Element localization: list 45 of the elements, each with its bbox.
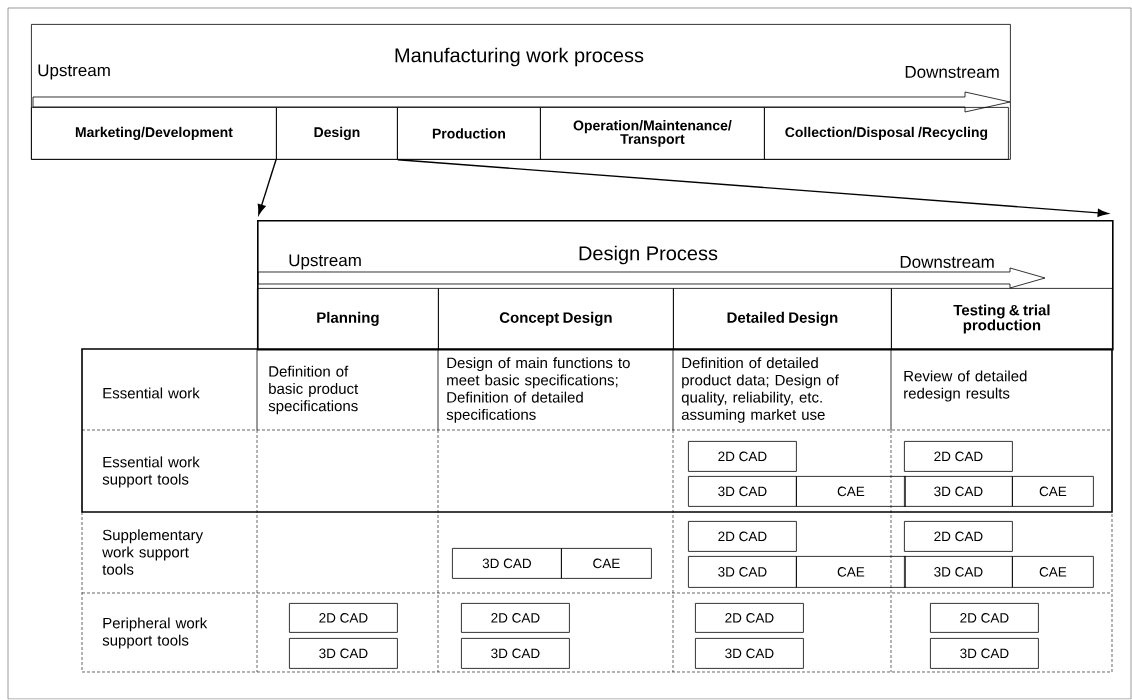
tool-box: CAE (796, 476, 906, 507)
tool-box: 2D CAD (688, 521, 797, 552)
row-header: Supplementary work support tools (102, 529, 204, 575)
row-header: Essential work support tools (102, 456, 200, 488)
tool-box: 3D CAD (289, 638, 398, 669)
phase-header-cell: Testing & trial production (891, 288, 1113, 350)
tool-box: 2D CAD (695, 603, 804, 633)
stream-label: Upstream (289, 254, 361, 270)
stage-cell: Marketing/Development (31, 107, 277, 160)
stage-cell: Design (276, 107, 398, 160)
tool-box: 3D CAD (904, 556, 1013, 588)
tool-box: 2D CAD (904, 521, 1013, 552)
tool-box: 3D CAD (904, 476, 1013, 507)
phase-header-cell: Concept Design (438, 288, 674, 350)
stage-cell: Operation/Maintenance/ Transport (540, 107, 765, 160)
phase-header-cell: Planning (257, 288, 439, 350)
tool-box: 3D CAD (452, 548, 562, 579)
tool-box: 3D CAD (695, 638, 804, 669)
tool-box: 2D CAD (904, 441, 1013, 472)
stream-label: Upstream (38, 64, 110, 80)
arrow (257, 159, 277, 215)
tool-box: 2D CAD (688, 441, 797, 472)
tool-box: 3D CAD (461, 638, 570, 669)
work-description: Definition of basic product specifications (268, 365, 359, 415)
tool-box: 3D CAD (930, 638, 1039, 669)
tool-box: CAE (796, 556, 906, 588)
stream-label: Downstream (905, 66, 999, 78)
work-description: Review of detailed redesign results (904, 370, 1027, 402)
tool-box: 3D CAD (688, 556, 797, 588)
tool-box: CAE (1012, 476, 1094, 507)
row-header: Essential work (103, 387, 200, 399)
work-description: Definition of detailed product data; Design of quality, reliability, etc. assuming market use (681, 357, 839, 423)
phase-header-cell: Detailed Design (673, 288, 892, 350)
tool-box: 2D CAD (461, 603, 570, 633)
work-description: Design of main functions to meet basic specifications; Definition of detailed specifications (446, 357, 630, 423)
stream-label: Downstream (900, 256, 994, 268)
tool-box: 2D CAD (930, 603, 1039, 633)
stage-cell: Collection/Disposal /Recycling (764, 107, 1009, 160)
arrow (397, 159, 1109, 217)
tool-box: CAE (561, 548, 652, 579)
tool-box: 3D CAD (688, 476, 797, 507)
row-header: Peripheral work support tools (102, 617, 208, 649)
tool-box: CAE (1012, 556, 1094, 588)
stage-cell: Production (397, 107, 541, 160)
tool-box: 2D CAD (289, 603, 398, 633)
